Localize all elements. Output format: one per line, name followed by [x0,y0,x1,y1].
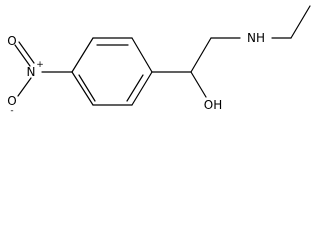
ring-bond-c6-c1 [71,71,94,106]
nitro-nitrogen-label: N [27,65,36,79]
ring-bond-c3-c4 [131,37,153,73]
structure-canvas: N + O O - NH OH [0,0,314,115]
nitro-oxygen-single-label: O [7,94,16,108]
bond-n-o-single [17,77,32,97]
molecule-diagram: N + O O - NH OH [7,5,311,115]
bond-ethyl [290,5,311,39]
ring-bond-c1-c2 [71,37,94,73]
bond-carbinol-to-oh [190,71,207,98]
nitro-oxygen-charge: - [10,106,13,115]
bond-carbinol-to-ch2 [190,37,212,73]
ring-double-bond-3 [78,74,96,102]
ring-bond-c4-c5 [131,71,153,106]
hydroxyl-label: OH [204,98,222,112]
amine-label: NH [247,31,265,45]
bond-n-o-double-a [14,44,31,67]
bond-n-o-double-b [18,41,35,64]
nitro-nitrogen-charge: + [36,60,44,70]
ring-double-bond-2 [126,74,144,102]
nitro-oxygen-double-label: O [7,34,16,48]
